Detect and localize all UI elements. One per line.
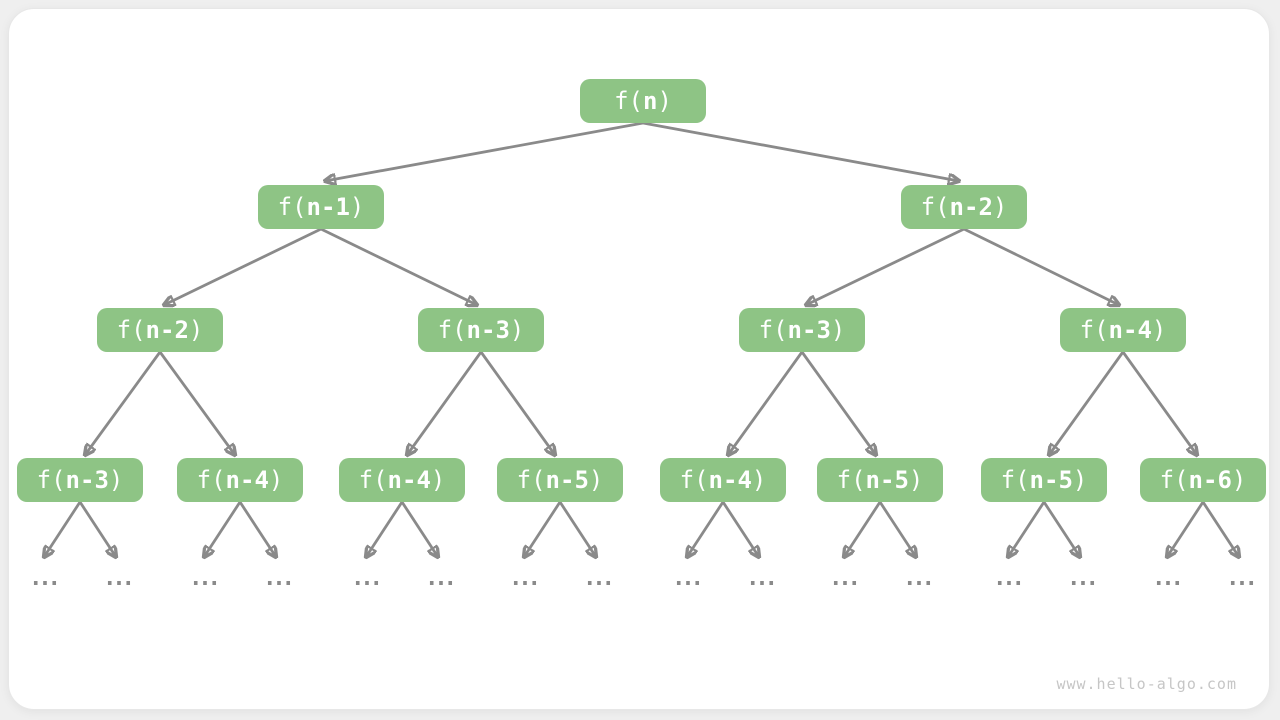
ellipsis-leaf: ... <box>672 566 704 591</box>
node-label-open: f( <box>920 193 950 221</box>
node-label-close: ) <box>588 466 604 494</box>
ellipsis-leaf: ... <box>1067 566 1099 591</box>
node-label-close: ) <box>1231 466 1247 494</box>
ellipsis-leaf: ... <box>829 566 861 591</box>
node-label-close: ) <box>1151 316 1167 344</box>
tree-node: f(n-3) <box>739 308 865 352</box>
tree-node: f(n-5) <box>497 458 623 502</box>
ellipsis-leaf: ... <box>263 566 295 591</box>
node-label-open: f( <box>358 466 388 494</box>
tree-node: f(n-5) <box>981 458 1107 502</box>
tree-node: f(n-4) <box>177 458 303 502</box>
ellipsis-leaf: ... <box>1152 566 1184 591</box>
node-label-arg: n-4 <box>387 466 431 494</box>
tree-node: f(n-3) <box>17 458 143 502</box>
node-label-open: f( <box>116 316 146 344</box>
ellipsis-leaf: ... <box>583 566 615 591</box>
node-label-open: f( <box>1000 466 1030 494</box>
node-label-open: f( <box>277 193 307 221</box>
node-label-open: f( <box>758 316 788 344</box>
node-label-open: f( <box>196 466 226 494</box>
node-label-close: ) <box>908 466 924 494</box>
tree-node: f(n-1) <box>258 185 384 229</box>
node-label-arg: n-6 <box>1188 466 1232 494</box>
node-label-arg: n-2 <box>145 316 189 344</box>
tree-node: f(n) <box>580 79 706 123</box>
ellipsis-leaf: ... <box>746 566 778 591</box>
tree-node: f(n-2) <box>901 185 1027 229</box>
node-label-arg: n-4 <box>225 466 269 494</box>
node-label-open: f( <box>516 466 546 494</box>
node-label-arg: n-3 <box>787 316 831 344</box>
node-label-close: ) <box>992 193 1008 221</box>
node-label-close: ) <box>268 466 284 494</box>
node-label-open: f( <box>679 466 709 494</box>
ellipsis-leaf: ... <box>189 566 221 591</box>
node-label-open: f( <box>36 466 66 494</box>
ellipsis-leaf: ... <box>1226 566 1258 591</box>
tree-node: f(n-6) <box>1140 458 1266 502</box>
node-label-close: ) <box>509 316 525 344</box>
node-label-close: ) <box>188 316 204 344</box>
node-label-open: f( <box>1159 466 1189 494</box>
node-label-arg: n-5 <box>1029 466 1073 494</box>
node-label-close: ) <box>108 466 124 494</box>
tree-node: f(n-5) <box>817 458 943 502</box>
ellipsis-leaf: ... <box>351 566 383 591</box>
tree-node: f(n-4) <box>1060 308 1186 352</box>
ellipsis-leaf: ... <box>425 566 457 591</box>
ellipsis-leaf: ... <box>509 566 541 591</box>
ellipsis-leaf: ... <box>29 566 61 591</box>
node-label-open: f( <box>614 87 643 115</box>
tree-node: f(n-2) <box>97 308 223 352</box>
node-label-close: ) <box>349 193 365 221</box>
node-label-arg: n <box>643 87 658 115</box>
node-label-open: f( <box>437 316 467 344</box>
tree-node: f(n-4) <box>660 458 786 502</box>
ellipsis-leaf: ... <box>103 566 135 591</box>
watermark: www.hello-algo.com <box>1056 675 1237 693</box>
node-label-open: f( <box>836 466 866 494</box>
node-label-close: ) <box>657 87 672 115</box>
node-label-arg: n-5 <box>545 466 589 494</box>
tree-node: f(n-3) <box>418 308 544 352</box>
node-label-close: ) <box>751 466 767 494</box>
ellipsis-leaf: ... <box>903 566 935 591</box>
node-label-arg: n-3 <box>65 466 109 494</box>
node-label-arg: n-5 <box>865 466 909 494</box>
node-label-arg: n-4 <box>1108 316 1152 344</box>
tree-node: f(n-4) <box>339 458 465 502</box>
node-label-arg: n-2 <box>949 193 993 221</box>
node-label-close: ) <box>430 466 446 494</box>
node-label-close: ) <box>1072 466 1088 494</box>
node-label-arg: n-4 <box>708 466 752 494</box>
ellipsis-leaf: ... <box>993 566 1025 591</box>
node-label-close: ) <box>830 316 846 344</box>
node-label-open: f( <box>1079 316 1109 344</box>
node-label-arg: n-1 <box>306 193 350 221</box>
node-label-arg: n-3 <box>466 316 510 344</box>
